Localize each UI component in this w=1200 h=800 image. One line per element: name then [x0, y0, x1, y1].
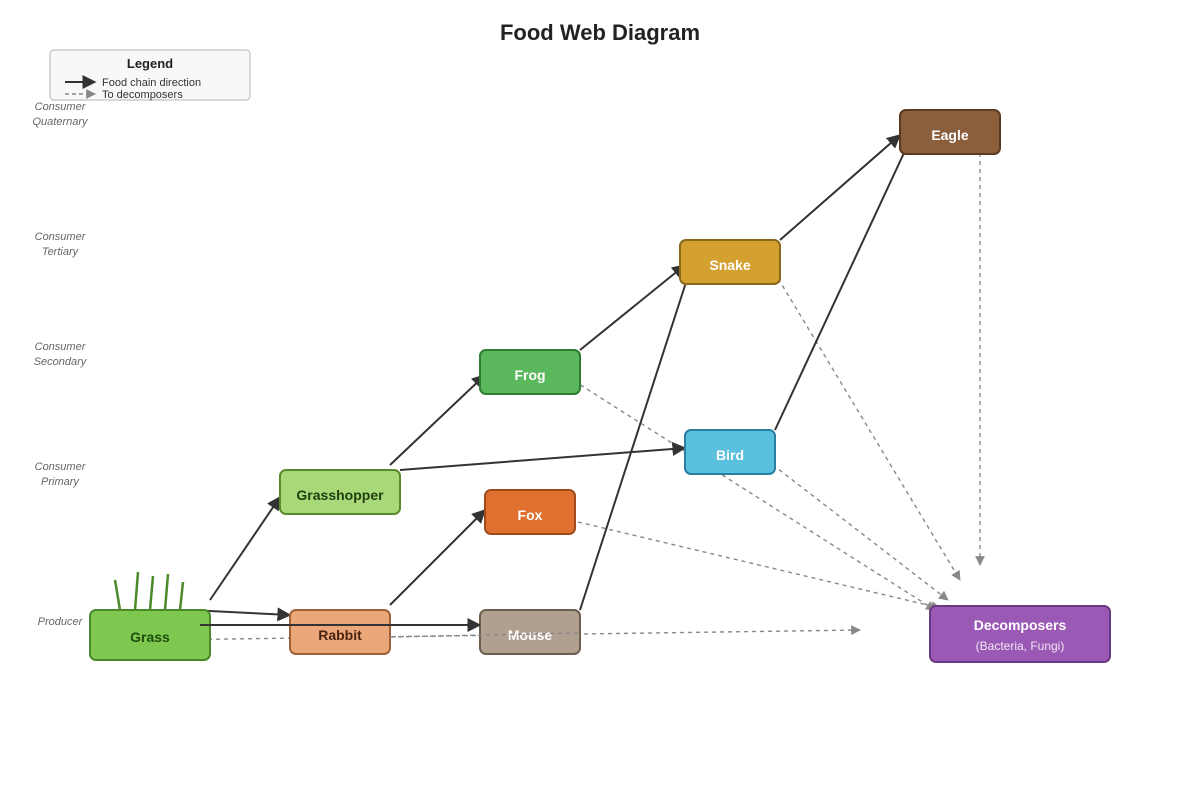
node-rabbit-label: Rabbit	[318, 627, 362, 643]
edge-snake-decomposers	[769, 264, 961, 581]
node-frog: Frog	[479, 349, 581, 395]
node-mouse-label: Mouse	[508, 627, 553, 643]
level-quaternary-line1: Consumer	[35, 101, 87, 113]
node-snake: Snake	[679, 239, 781, 285]
legend-item-solid: Food chain direction	[102, 77, 201, 89]
node-rabbit: Rabbit	[289, 609, 391, 655]
level-primary-line1: Consumer	[35, 461, 87, 473]
edge-bird-decomposers	[759, 454, 949, 601]
level-primary-line2: Primary	[41, 476, 80, 488]
decomposer-edges	[159, 145, 985, 641]
diagram-title: Food Web Diagram	[500, 20, 700, 45]
edge-rabbit-fox	[389, 509, 486, 606]
level-secondary-line2: Secondary	[34, 356, 88, 368]
edge-snake-eagle	[779, 134, 902, 241]
legend-title: Legend	[127, 56, 173, 71]
trophic-levels: Consumer Quaternary Consumer Tertiary Co…	[32, 101, 89, 628]
node-decomposers-label: Decomposers	[974, 617, 1067, 633]
node-grass: Grass	[89, 609, 211, 661]
legend: Legend Food chain direction To decompose…	[49, 49, 251, 101]
edge-bird-eagle	[774, 138, 912, 431]
node-eagle-label: Eagle	[931, 127, 969, 143]
node-grasshopper: Grasshopper	[279, 469, 401, 515]
node-fox-label: Fox	[518, 507, 543, 523]
edge-frog-decomposers	[559, 371, 936, 611]
edge-grass-grasshopper	[209, 495, 281, 601]
node-frog-label: Frog	[514, 367, 545, 383]
level-secondary-line1: Consumer	[35, 341, 87, 353]
level-tertiary-line2: Tertiary	[42, 246, 80, 258]
node-bird-label: Bird	[716, 447, 744, 463]
edge-frog-snake	[579, 264, 687, 351]
edge-mouse-snake	[579, 268, 693, 611]
edge-fox-decomposers	[577, 521, 941, 611]
legend-box	[49, 49, 251, 101]
node-decomposers-sub: (Bacteria, Fungi)	[976, 639, 1065, 653]
legend-item-dashed: To decomposers	[102, 89, 183, 101]
edge-grasshopper-frog	[389, 374, 487, 466]
level-producer: Producer	[38, 616, 84, 628]
node-mouse: Mouse	[479, 609, 581, 655]
node-snake-label: Snake	[709, 257, 750, 273]
node-grass-label: Grass	[130, 629, 170, 645]
node-eagle: Eagle	[899, 109, 1001, 155]
level-quaternary-line2: Quaternary	[32, 116, 89, 128]
node-fox: Fox	[484, 489, 576, 535]
edge-grasshopper-bird	[399, 441, 687, 471]
grass-blades-icon	[113, 571, 185, 611]
node-decomposers: Decomposers (Bacteria, Fungi)	[929, 605, 1111, 663]
node-bird: Bird	[684, 429, 776, 475]
level-tertiary-line1: Consumer	[35, 231, 87, 243]
node-grasshopper-label: Grasshopper	[296, 487, 384, 503]
